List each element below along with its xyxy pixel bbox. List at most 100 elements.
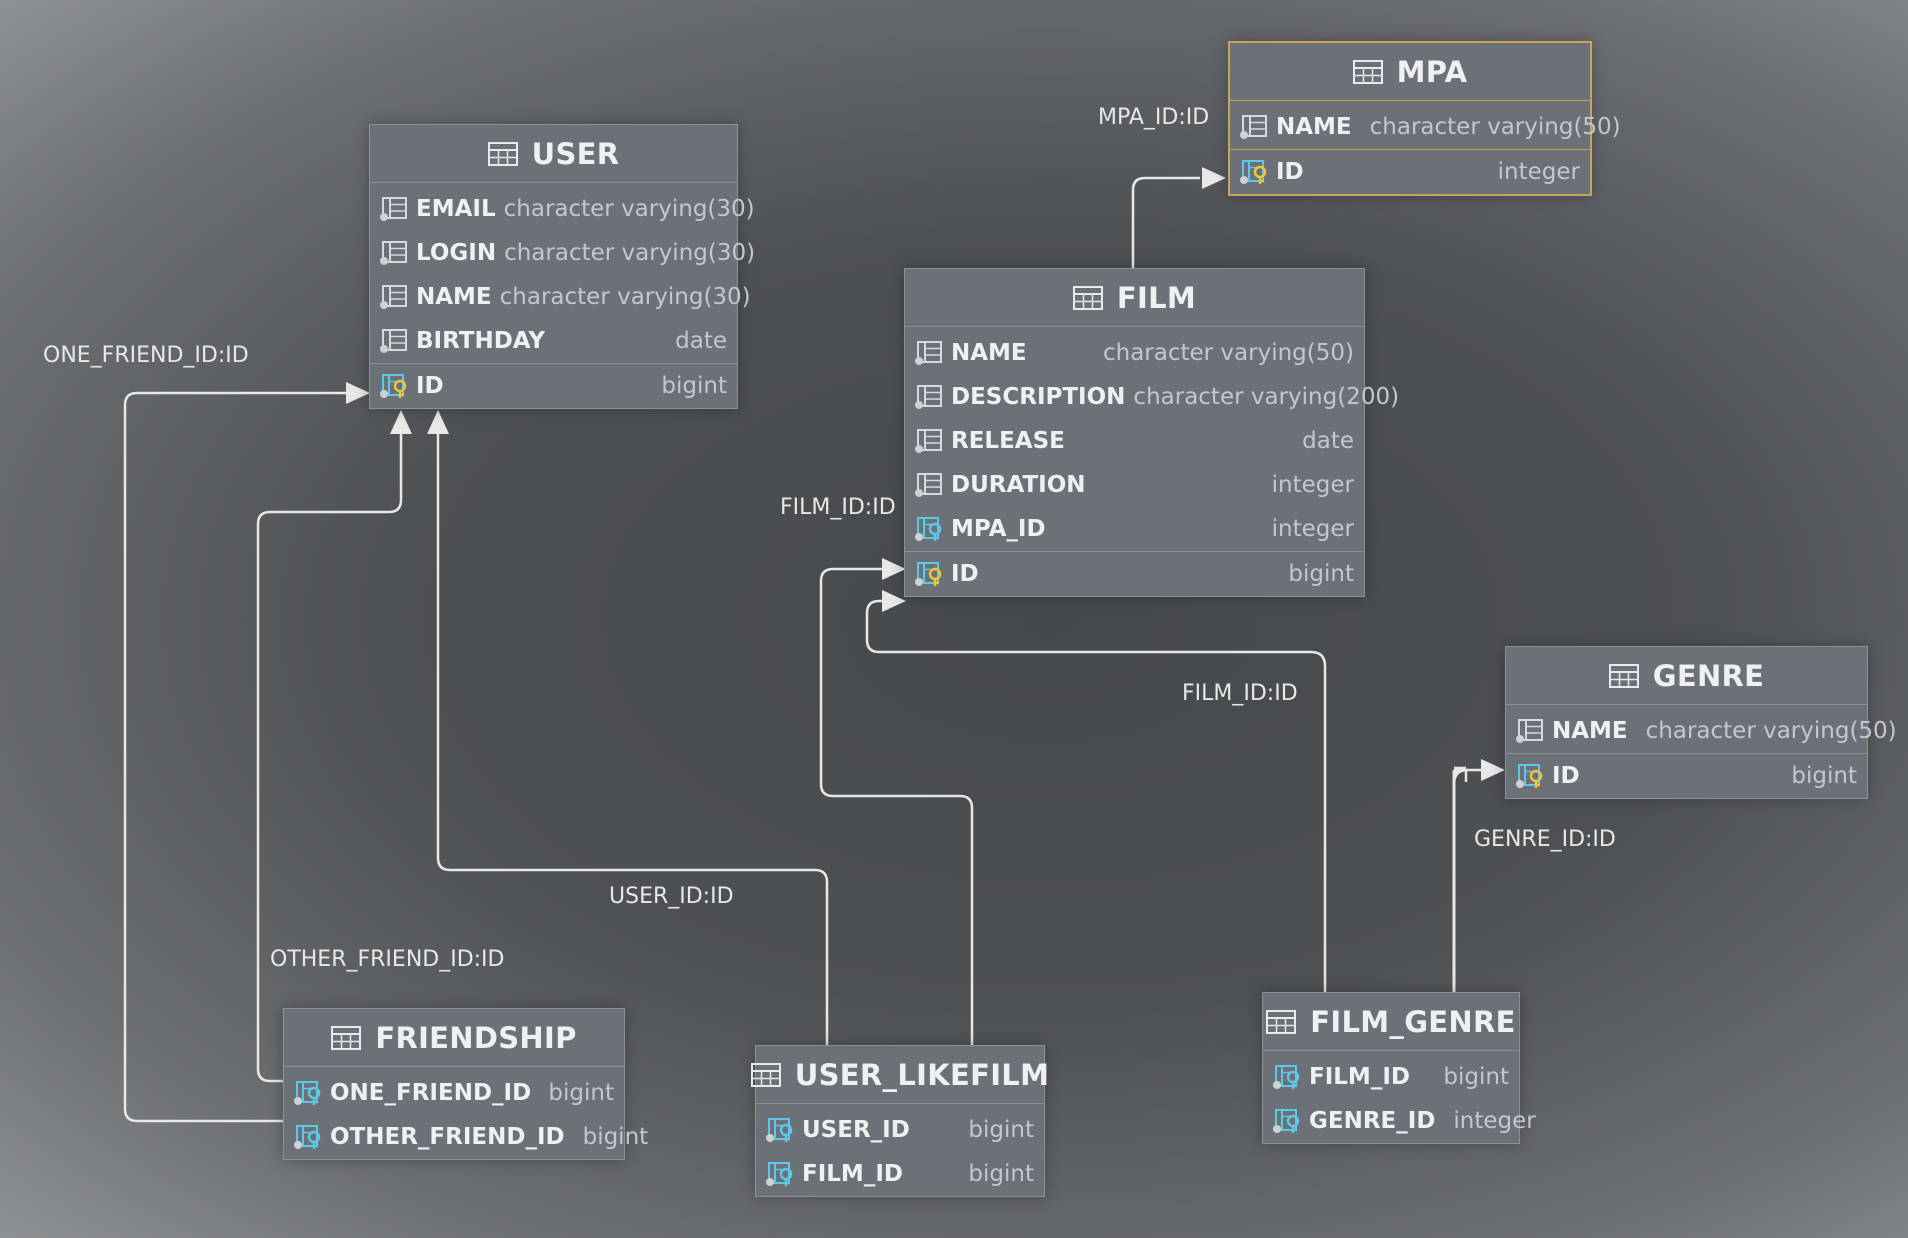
column-name: ID <box>416 373 444 399</box>
table-user[interactable]: USER EMAIL character varying(30) LOGIN c… <box>369 124 755 409</box>
foreign-key-icon <box>913 516 943 542</box>
column-type: character varying(50) <box>1102 340 1354 366</box>
column-name: FILM_ID <box>1309 1064 1410 1090</box>
column-type: character varying(30) <box>499 284 751 310</box>
table-header[interactable]: USER <box>370 125 737 183</box>
table-friendship[interactable]: FRIENDSHIP ONE_FRIEND_ID bigint OTHER_FR… <box>283 1008 648 1160</box>
column-name: GENRE_ID <box>1309 1108 1436 1134</box>
column-name: NAME <box>951 340 1027 366</box>
foreign-key-row[interactable]: OTHER_FRIEND_ID bigint <box>284 1115 648 1159</box>
foreign-key-icon <box>1271 1108 1301 1134</box>
table-icon <box>1266 1009 1297 1034</box>
edge-filmgenre-genre-path <box>1452 768 1467 992</box>
column-row[interactable]: EMAIL character varying(30) <box>370 187 755 231</box>
column-icon <box>378 196 408 222</box>
edge-filmgenre-film <box>865 599 1327 992</box>
arrowhead-user-id-likefilm <box>427 410 449 434</box>
column-row[interactable]: RELEASE date <box>905 419 1364 463</box>
column-row[interactable]: NAME character varying(30) <box>370 275 751 319</box>
table-icon <box>1072 285 1103 310</box>
arrowhead-user-id-other <box>390 410 412 434</box>
column-row[interactable]: NAME character varying(50) <box>905 331 1364 375</box>
table-genre[interactable]: GENRE NAME character varying(50) ID bigi… <box>1505 646 1897 799</box>
edge-likefilm-user <box>436 432 829 1045</box>
edge-film-mpa <box>1131 176 1200 268</box>
column-type: character varying(30) <box>504 240 756 266</box>
edge-filmgenre-genre <box>1452 768 1468 992</box>
column-row[interactable]: DURATION integer <box>905 463 1364 507</box>
column-type: integer <box>1271 472 1354 498</box>
column-type: character varying(200) <box>1133 384 1400 410</box>
table-header[interactable]: USER_LIKEFILM <box>750 1046 1049 1104</box>
column-name: NAME <box>1276 114 1352 140</box>
column-name: ID <box>951 561 979 587</box>
table-icon <box>750 1062 781 1087</box>
table-user-likefilm[interactable]: USER_LIKEFILM USER_ID bigint FILM_ID big… <box>750 1045 1049 1197</box>
table-header[interactable]: FRIENDSHIP <box>284 1009 624 1067</box>
column-name: DESCRIPTION <box>951 384 1126 410</box>
column-row[interactable]: NAME character varying(50) <box>1230 105 1621 149</box>
edge-friendship-other-friend-user <box>256 432 403 1083</box>
foreign-key-icon <box>764 1161 794 1187</box>
edge-likefilm-film <box>819 567 974 1045</box>
column-name: NAME <box>416 284 492 310</box>
arrowhead-film-id-likefilm <box>882 558 906 580</box>
foreign-key-row[interactable]: FILM_ID bigint <box>756 1152 1044 1196</box>
table-icon <box>1352 59 1383 84</box>
column-name: USER_ID <box>802 1117 910 1143</box>
column-name: ID <box>1276 159 1304 185</box>
column-row[interactable]: BIRTHDAY date <box>370 319 737 363</box>
primary-key-row[interactable]: ID integer <box>1230 149 1590 194</box>
table-header[interactable]: MPA <box>1230 43 1590 101</box>
primary-key-icon <box>913 561 943 587</box>
primary-key-row[interactable]: ID bigint <box>1506 753 1867 798</box>
foreign-key-row[interactable]: GENRE_ID integer <box>1263 1099 1536 1143</box>
column-type: bigint <box>968 1117 1034 1143</box>
table-title: MPA <box>1396 54 1468 89</box>
primary-key-icon <box>378 373 408 399</box>
edge-label-user-id: USER_ID:ID <box>609 884 734 909</box>
column-row[interactable]: DESCRIPTION character varying(200) <box>905 375 1399 419</box>
table-film[interactable]: FILM NAME character varying(50) DESCRIPT… <box>904 268 1399 597</box>
foreign-key-row[interactable]: MPA_ID integer <box>905 507 1364 551</box>
edge-filmgenre-genre-route <box>1452 766 1467 992</box>
column-row[interactable]: LOGIN character varying(30) <box>370 231 755 275</box>
column-name: DURATION <box>951 472 1086 498</box>
column-icon <box>913 340 943 366</box>
column-row[interactable]: NAME character varying(50) <box>1506 709 1897 753</box>
foreign-key-row[interactable]: ONE_FRIEND_ID bigint <box>284 1071 624 1115</box>
column-type: date <box>675 328 727 354</box>
column-type: integer <box>1271 516 1354 542</box>
column-type: character varying(50) <box>1645 718 1897 744</box>
foreign-key-row[interactable]: FILM_ID bigint <box>1263 1055 1519 1099</box>
column-name: MPA_ID <box>951 516 1046 542</box>
column-name: EMAIL <box>416 196 496 222</box>
column-type: bigint <box>582 1124 649 1150</box>
table-title: USER_LIKEFILM <box>794 1057 1050 1092</box>
arrowhead-film-id-genre <box>882 590 906 612</box>
column-type: integer <box>1497 159 1580 185</box>
column-type: bigint <box>1791 763 1857 789</box>
edge-label-film-id-likefilm: FILM_ID:ID <box>780 495 896 520</box>
primary-key-row[interactable]: ID bigint <box>905 551 1364 596</box>
table-title: FRIENDSHIP <box>375 1020 577 1055</box>
foreign-key-icon <box>1271 1064 1301 1090</box>
foreign-key-icon <box>292 1124 322 1150</box>
column-name: ID <box>1552 763 1580 789</box>
foreign-key-row[interactable]: USER_ID bigint <box>756 1108 1044 1152</box>
column-type: integer <box>1453 1108 1536 1134</box>
table-film-genre[interactable]: FILM_GENRE FILM_ID bigint GENRE_ID integ… <box>1262 992 1536 1144</box>
table-header[interactable]: GENRE <box>1506 647 1867 705</box>
edge-genre-link <box>1452 768 1495 992</box>
column-name: FILM_ID <box>802 1161 903 1187</box>
table-mpa[interactable]: MPA NAME character varying(50) ID intege… <box>1228 41 1621 196</box>
edge-label-one-friend-id: ONE_FRIEND_ID:ID <box>43 343 249 368</box>
column-type: character varying(30) <box>503 196 755 222</box>
foreign-key-icon <box>292 1080 322 1106</box>
primary-key-row[interactable]: ID bigint <box>370 363 737 408</box>
column-name: ONE_FRIEND_ID <box>330 1080 532 1106</box>
table-header[interactable]: FILM_GENRE <box>1263 993 1519 1051</box>
table-header[interactable]: FILM <box>905 269 1364 327</box>
